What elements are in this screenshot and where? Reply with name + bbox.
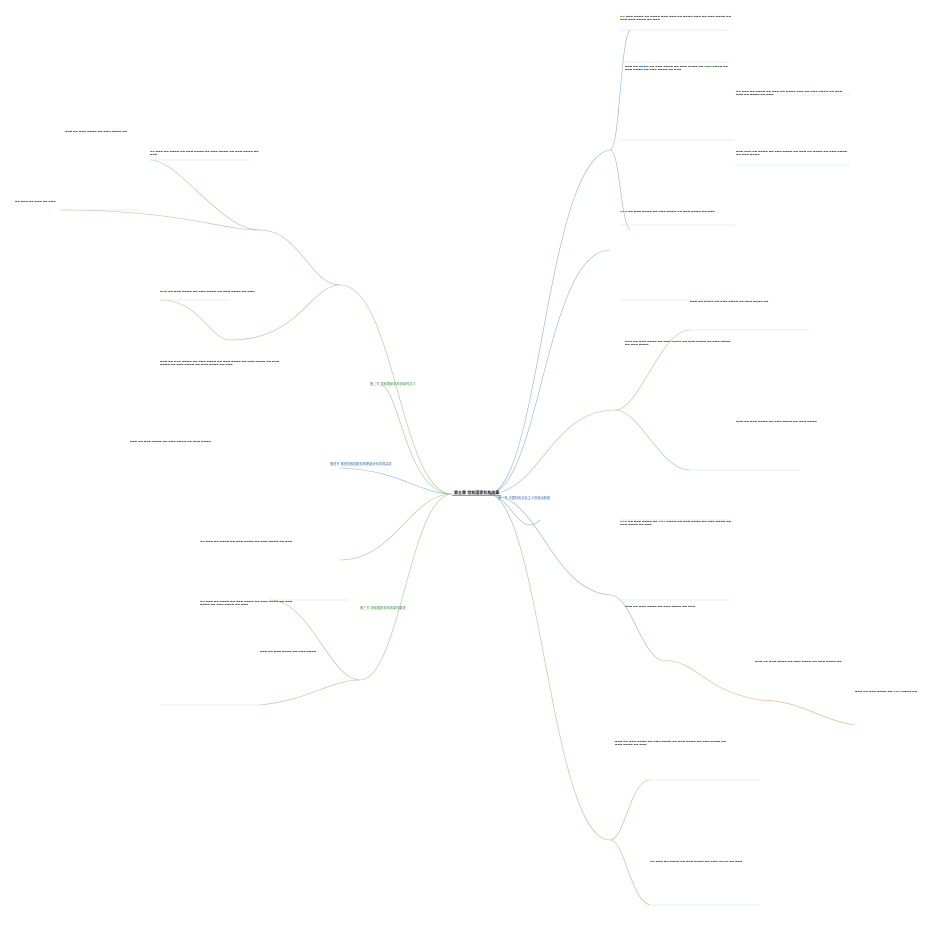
content-block: ▬▬ ▬▬▬ ▬▬ ▬▬▬▬ ▬▬ ▬▬▬ ▬▬▬▬ ▬▬ ▬▬▬ ▬▬▬▬ ▬… [200,600,293,607]
content-block: ▬▬ ▬▬▬ ▬▬ ▬▬▬▬ ▬▬ ▬▬▬ ▬▬▬▬ ▬▬ ▬▬▬ ▬▬▬▬ ▬… [650,860,743,863]
root-node[interactable]: 第五章 党和国家机构改革 [452,490,502,496]
content-block: ▬▬▬ ▬▬ ▬▬▬ ▬▬▬▬ ▬▬ ▬▬▬ ▬▬▬▬ ▬▬ ▬▬▬ ▬▬▬▬ … [615,740,727,747]
branch-node[interactable]: 第三节 党和国家机构改革的要求 [360,606,406,610]
branch-node[interactable]: 第一节 中国特色社会主义的政治制度 [498,496,551,500]
content-block: ▬▬▬ ▬▬ ▬▬▬ ▬▬▬▬ ▬▬ ▬▬▬ ▬▬▬▬ ▬▬ ▬▬▬ ▬▬▬▬ [130,440,211,443]
content-block: ▬▬▬ ▬▬▬ ▬▬ ▬▬▬▬ ▬▬ ▬▬▬ ▬▬▬▬ ▬▬ ▬▬▬ ▬▬ ▬▬… [736,150,848,157]
content-block: ▬▬▬ ▬▬ ▬▬▬ ▬▬▬▬ ▬▬ ▬▬▬ ▬▬▬▬ ▬▬ ▬▬▬ ▬▬▬▬ … [160,360,280,367]
content-block: ▬▬ ▬▬▬ ▬▬ ▬▬▬ ▬▬ ▬▬▬ [15,200,56,203]
content-block: ▬▬▬ ▬▬ ▬▬▬ ▬▬▬▬ ▬▬ ▬▬▬ ▬▬▬▬ ▬▬ ▬▬▬ ▬▬▬▬ … [620,210,715,213]
content-block: ▬▬ ▬▬▬ ▬▬ ▬▬▬▬ ▬▬ ▬▬▬ ▬▬▬▬ ▬▬ ▬▬▬ ▬▬▬▬ ▬… [150,150,259,157]
content-block: ▬▬ ▬▬▬ ▬▬ ▬▬▬▬ ▬▬ ▬▬▬ ▬▬▬▬ ▬▬ ▬▬▬ ▬▬▬▬ ▬… [200,540,293,543]
branch-node[interactable]: 第四节 推进党和国家机构职能优化协同高效 [330,462,392,466]
content-block: ▬▬▬ ▬▬ ▬▬▬ ▬▬▬▬ ▬▬ ▬▬▬ ▬▬▬▬ ▬▬ ▬▬▬ [625,605,696,608]
content-block: ▬▬▬ ▬▬ ▬▬▬ ▬▬▬▬ ▬▬ ▬▬▬ ▬▬▬▬ ▬▬ ▬▬▬ ▬▬▬▬ … [160,290,255,293]
content-block: ▬▬▬ ▬▬ ▬▬▬▬ ▬▬ ▬▬▬ ▬▬▬▬ ▬▬ ▬▬▬ ▬▬▬▬ ▬▬ ▬… [625,65,729,72]
content-block: ▬▬▬ ▬▬ ▬▬▬ ▬▬▬▬ ▬▬ ▬▬▬ ▬▬▬▬ ▬▬ ▬▬▬ ▬▬▬▬ [736,420,817,423]
content-block: ▬▬▬ ▬▬ ▬▬▬ ▬▬▬▬ ▬▬ ▬▬▬ ▬▬▬▬ ▬▬ ▬▬▬ ▬▬▬▬ … [620,520,732,527]
content-block: ▬▬ ▬▬▬ ▬▬▬▬ ▬▬ ▬▬▬▬ ▬▬▬ ▬▬▬ ▬▬ ▬▬▬▬ ▬▬▬ … [620,15,732,22]
content-block: ▬▬▬ ▬▬ ▬▬▬ ▬▬▬▬ ▬▬ ▬▬▬ ▬▬▬▬ ▬▬ [855,690,918,693]
content-block: ▬▬▬ ▬▬ ▬▬▬ ▬▬▬▬ ▬▬ ▬▬▬ ▬▬▬▬ ▬▬ ▬▬▬ ▬▬▬▬ … [755,660,842,663]
content-block: ▬▬▬ ▬▬ ▬▬▬▬ ▬▬ ▬▬▬ ▬▬▬▬ ▬▬ ▬▬▬ ▬▬▬▬ ▬▬ [690,300,769,303]
content-block: ▬▬ ▬▬▬ ▬▬ ▬▬▬▬ ▬▬ ▬▬▬ ▬▬ ▬▬▬▬ ▬▬▬ ▬▬ ▬▬▬… [736,90,843,97]
content-block: ▬▬▬ ▬▬ ▬▬▬ ▬▬▬▬ ▬▬ ▬▬▬ ▬▬▬▬ ▬▬ [65,130,128,133]
content-block: ▬▬▬ ▬▬ ▬▬▬ ▬▬▬▬ ▬▬ ▬▬▬ ▬▬▬▬ ▬▬ ▬▬▬ ▬▬▬▬ … [625,340,731,347]
content-block: ▬▬▬ ▬▬ ▬▬▬ ▬▬▬▬ ▬▬ ▬▬▬ ▬▬▬▬ [260,650,317,653]
branch-node[interactable]: 第二节 党和国家机构改革的意义 [370,382,416,386]
